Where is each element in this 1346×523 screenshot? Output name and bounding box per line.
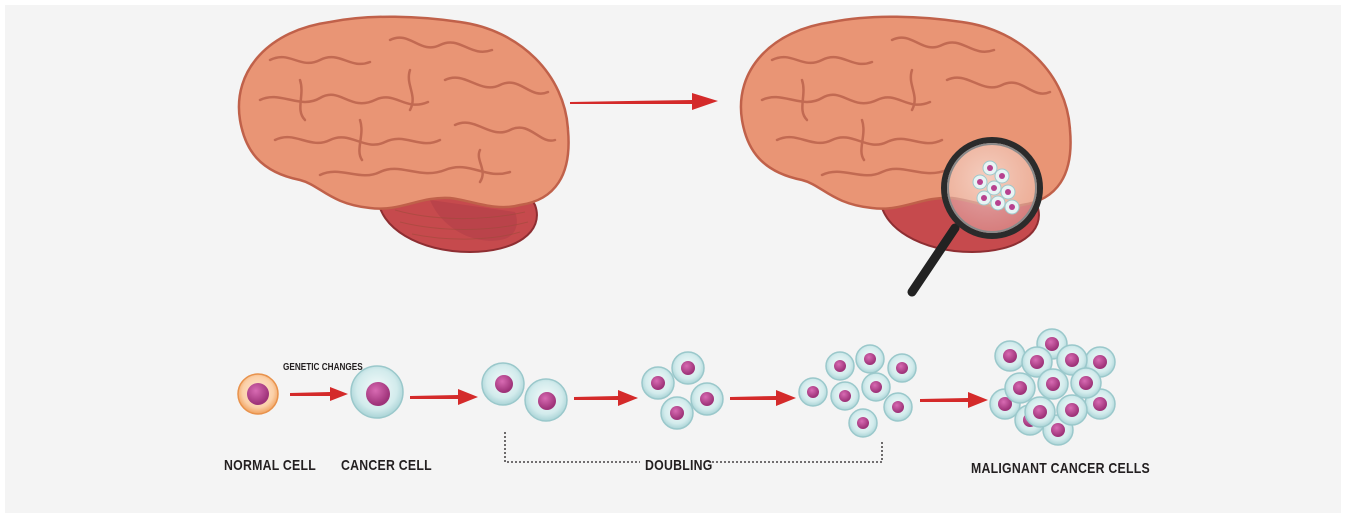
cancer-cell-label: CANCER CELL bbox=[341, 457, 432, 474]
cancer-cell bbox=[351, 366, 403, 418]
genetic-changes-label: GENETIC CHANGES bbox=[283, 362, 363, 373]
normal-cell-label: NORMAL CELL bbox=[224, 457, 316, 474]
doubling-label: DOUBLING bbox=[645, 457, 713, 474]
malignant-cancer-cells-label: MALIGNANT CANCER CELLS bbox=[971, 460, 1150, 477]
diagram-background bbox=[5, 5, 1341, 513]
normal-cell bbox=[238, 374, 278, 414]
